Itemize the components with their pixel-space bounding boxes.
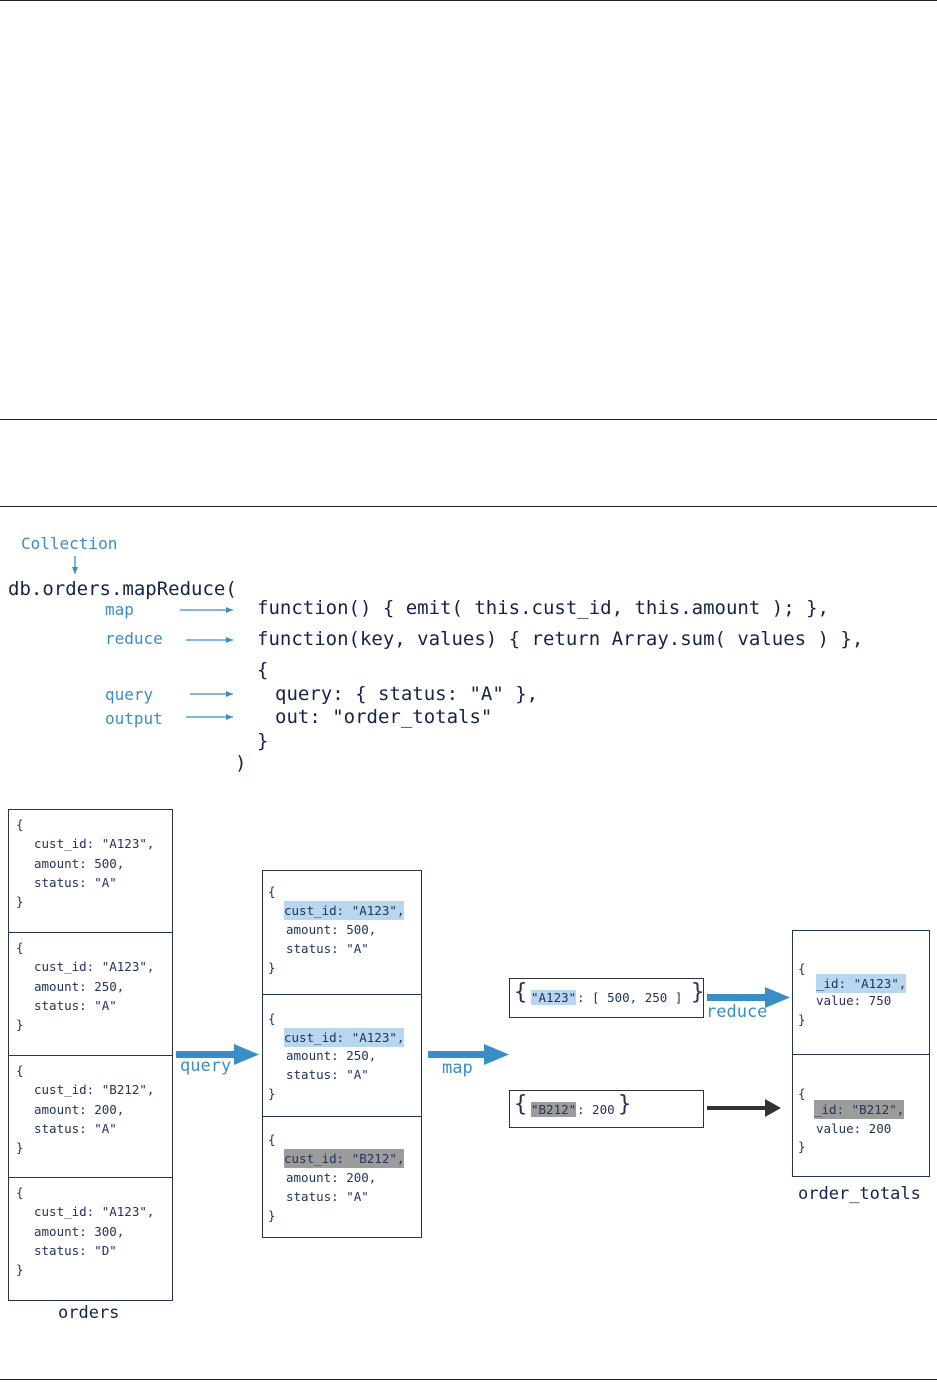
- open-brace: {: [16, 1185, 24, 1200]
- status: status: "A": [286, 1067, 369, 1082]
- mapped-key: "A123": [531, 990, 577, 1005]
- open-brace: {: [16, 940, 24, 955]
- status: status: "D": [34, 1243, 117, 1258]
- close-brace: }: [618, 1092, 632, 1117]
- query-option: query: { status: "A" },: [275, 683, 539, 705]
- query-flow-arrow: [176, 1044, 259, 1065]
- options-close-brace: }: [257, 730, 269, 752]
- total-doc-a123: { _id: "A123", value: 750 }: [793, 931, 929, 1054]
- amount: amount: 300,: [34, 1224, 125, 1239]
- order-doc-4: { cust_id: "A123", amount: 300, status: …: [9, 1177, 172, 1302]
- amount: amount: 200,: [286, 1170, 377, 1185]
- close-paren: ): [235, 752, 247, 774]
- status: status: "A": [34, 875, 117, 890]
- passthrough-flow-arrow: [707, 1099, 781, 1117]
- reduce-function: function(key, values) { return Array.sum…: [257, 628, 864, 650]
- filtered-collection: { cust_id: "A123", amount: 500, status: …: [262, 870, 422, 1238]
- mapped-pair-a123: { "A123" : [ 500, 250 ] }: [509, 978, 704, 1018]
- orders-caption: orders: [58, 1303, 120, 1323]
- map-arrow-label: map: [442, 1058, 473, 1078]
- query-label: query: [105, 685, 154, 704]
- mid-rule: [0, 419, 937, 420]
- open-brace: {: [16, 817, 24, 832]
- filtered-doc-2: { cust_id: "A123", amount: 250, status: …: [263, 994, 421, 1116]
- status: status: "A": [34, 998, 117, 1013]
- value: value: 200: [816, 1121, 892, 1136]
- status: status: "A": [34, 1121, 117, 1136]
- output-option: out: "order_totals": [275, 706, 493, 728]
- mapped-values: : [ 500, 250 ]: [577, 990, 683, 1005]
- cust-id: cust_id: "A123",: [34, 1204, 155, 1219]
- open-brace: {: [268, 1132, 276, 1147]
- reduce-flow-arrow: [707, 987, 790, 1008]
- id-highlight: _id: "B212",: [814, 1100, 905, 1119]
- open-brace: {: [798, 1086, 806, 1101]
- amount: amount: 200,: [34, 1102, 125, 1117]
- mapped-values: : 200: [577, 1102, 615, 1117]
- reduce-label: reduce: [105, 629, 163, 648]
- close-brace: }: [268, 1086, 276, 1101]
- open-brace: {: [268, 1011, 276, 1026]
- close-brace: }: [16, 1140, 24, 1155]
- close-brace: }: [16, 894, 24, 909]
- open-brace: {: [514, 980, 528, 1005]
- open-brace: {: [514, 1092, 528, 1117]
- status: status: "A": [286, 1189, 369, 1204]
- filtered-doc-3: { cust_id: "B212", amount: 200, status: …: [263, 1116, 421, 1239]
- order-doc-3: { cust_id: "B212", amount: 200, status: …: [9, 1055, 172, 1177]
- id-highlight: _id: "A123",: [816, 974, 907, 993]
- map-flow-arrow: [428, 1044, 509, 1065]
- map-function: function() { emit( this.cust_id, this.am…: [257, 597, 829, 619]
- close-brace: }: [798, 1139, 806, 1154]
- collection-label: Collection: [21, 534, 118, 553]
- orders-collection: { cust_id: "A123", amount: 500, status: …: [8, 809, 173, 1301]
- amount: amount: 250,: [34, 979, 125, 994]
- order-doc-2: { cust_id: "A123", amount: 250, status: …: [9, 932, 172, 1055]
- close-brace: }: [268, 1208, 276, 1223]
- value: value: 750: [816, 993, 892, 1008]
- close-brace: }: [798, 1012, 806, 1027]
- cust-id-highlight: cust_id: "A123",: [284, 1028, 405, 1047]
- options-open-brace: {: [257, 659, 269, 681]
- open-brace: {: [16, 1063, 24, 1078]
- amount: amount: 500,: [286, 922, 377, 937]
- cust-id: cust_id: "A123",: [34, 836, 155, 851]
- amount: amount: 500,: [34, 856, 125, 871]
- mapped-key: "B212": [531, 1102, 577, 1117]
- open-brace: {: [268, 884, 276, 899]
- bottom-rule: [0, 1379, 937, 1380]
- section-rule: [0, 506, 937, 507]
- cust-id: cust_id: "A123",: [34, 959, 155, 974]
- open-brace: {: [798, 961, 806, 976]
- map-label: map: [105, 600, 134, 619]
- filtered-doc-1: { cust_id: "A123", amount: 500, status: …: [263, 871, 421, 994]
- total-doc-b212: { _id: "B212", value: 200 }: [793, 1054, 929, 1178]
- order-doc-1: { cust_id: "A123", amount: 500, status: …: [9, 810, 172, 932]
- mapped-pair-b212: { "B212" : 200 }: [509, 1090, 704, 1128]
- cust-id-highlight: cust_id: "B212",: [284, 1149, 405, 1168]
- output-label: output: [105, 709, 163, 728]
- code-head: db.orders.mapReduce(: [8, 578, 237, 600]
- top-rule: [0, 0, 937, 1]
- close-brace: }: [16, 1262, 24, 1277]
- order-totals-caption: order_totals: [798, 1184, 921, 1204]
- reduce-arrow-label: reduce: [706, 1002, 768, 1022]
- status: status: "A": [286, 941, 369, 956]
- close-brace: }: [691, 980, 705, 1005]
- amount: amount: 250,: [286, 1048, 377, 1063]
- cust-id-highlight: cust_id: "A123",: [284, 901, 405, 920]
- close-brace: }: [16, 1017, 24, 1032]
- order-totals-collection: { _id: "A123", value: 750 } { _id: "B212…: [792, 930, 930, 1177]
- query-arrow-label: query: [180, 1056, 232, 1076]
- close-brace: }: [268, 960, 276, 975]
- cust-id: cust_id: "B212",: [34, 1082, 155, 1097]
